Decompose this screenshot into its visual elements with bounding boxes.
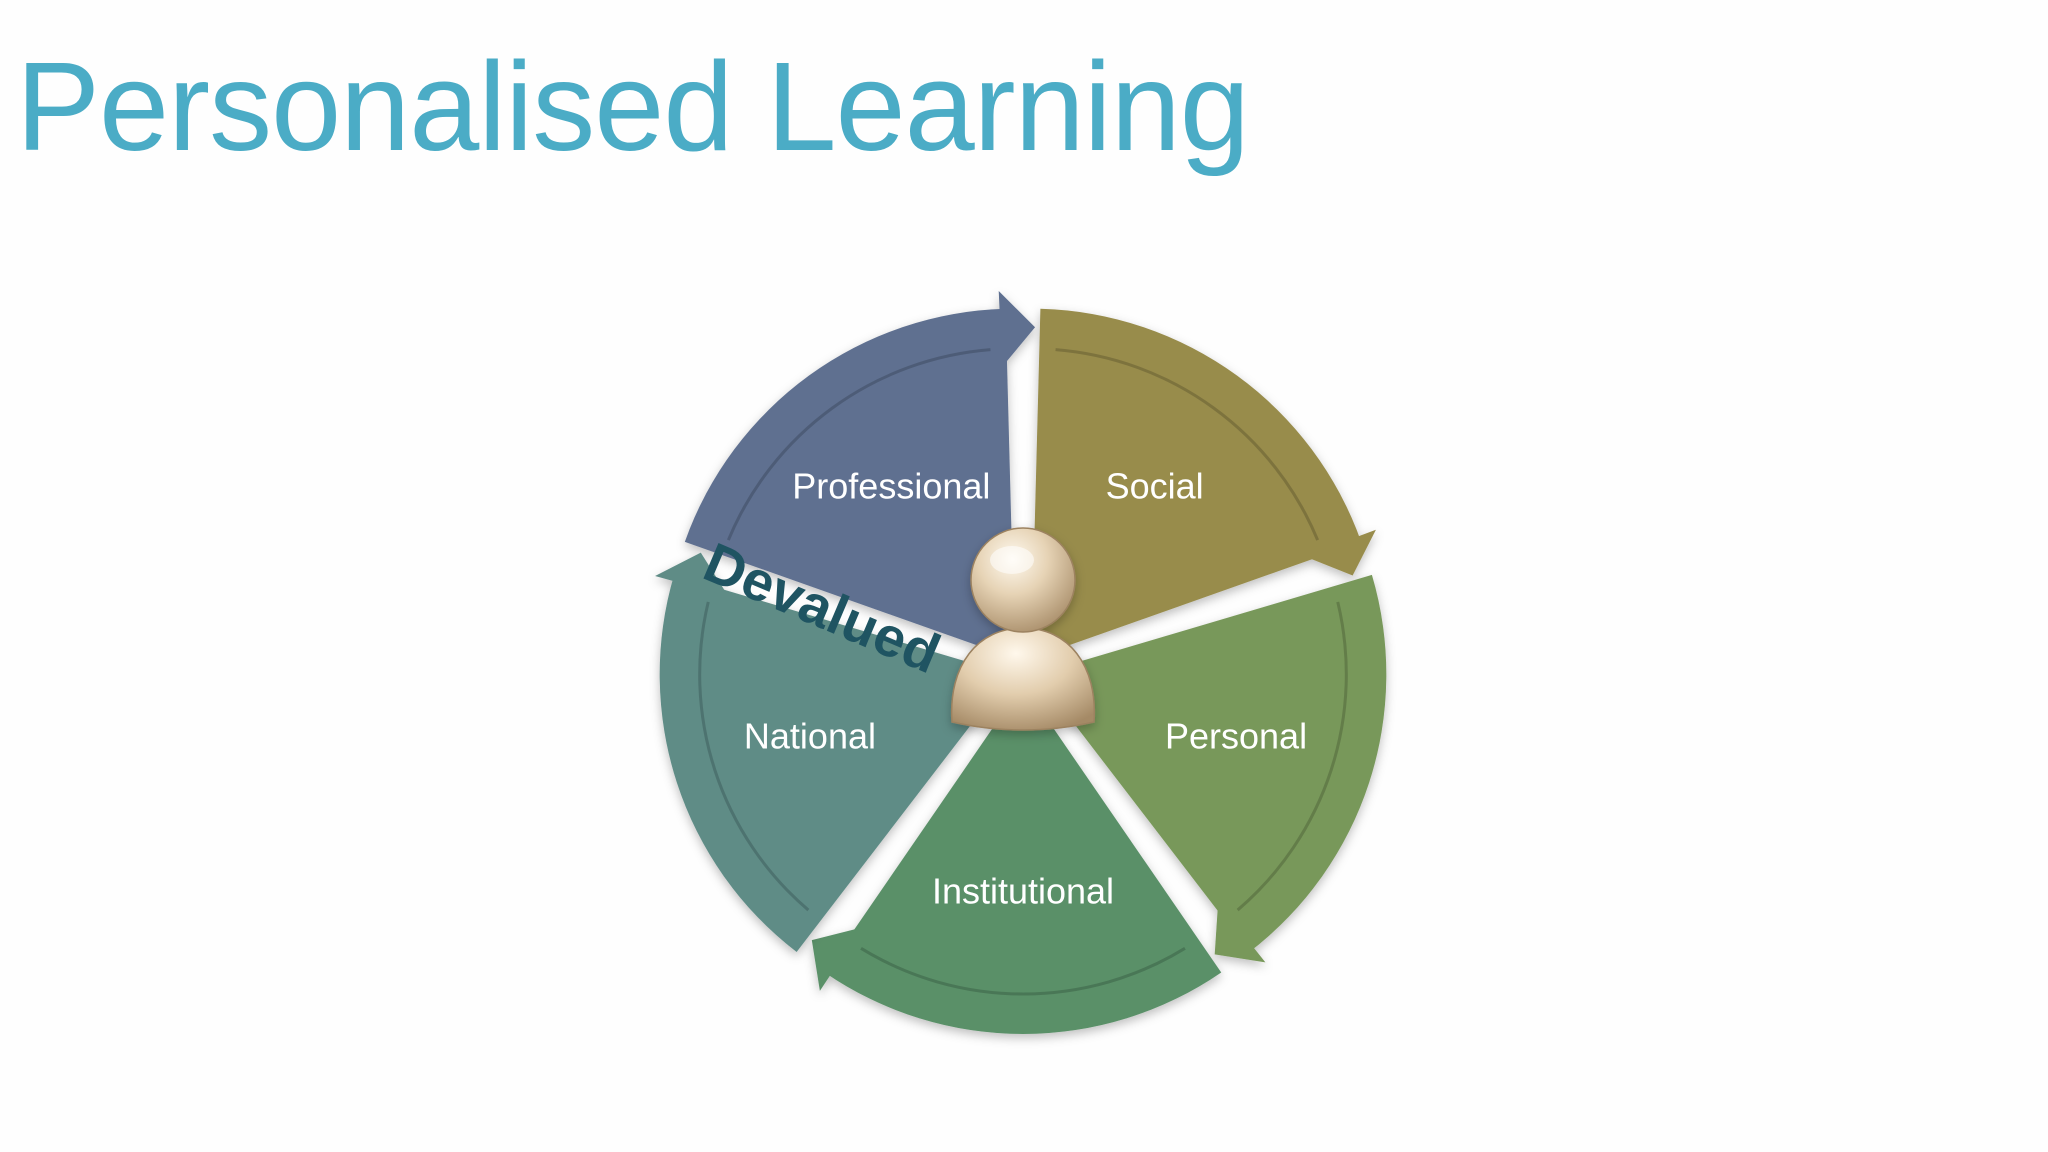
segment-label-professional: Professional	[792, 465, 990, 506]
segment-wedge-institutional	[824, 684, 1222, 1034]
segment-personal	[1036, 574, 1387, 963]
arc-groove-personal	[1236, 601, 1348, 912]
slide-title: Personalised Learning	[16, 36, 1250, 177]
segment-wedge-personal	[1036, 574, 1387, 952]
segment-wedge-national	[659, 574, 1010, 952]
arrowhead-social	[1304, 529, 1376, 576]
arc-groove-professional	[726, 348, 991, 541]
segment-wedge-social	[1031, 308, 1362, 659]
segment-wedge-professional	[684, 308, 1015, 659]
arrowhead-institutional	[811, 927, 862, 991]
arrowhead-professional	[998, 291, 1036, 367]
segment-national	[655, 552, 1010, 952]
segment-label-institutional: Institutional	[932, 871, 1114, 912]
arc-groove-national	[698, 601, 810, 912]
segment-social	[1031, 308, 1376, 659]
segment-institutional	[811, 684, 1222, 1034]
segment-professional	[684, 291, 1036, 659]
segment-label-personal: Personal	[1165, 716, 1307, 757]
segment-label-national: National	[744, 716, 876, 757]
arrowhead-personal	[1214, 902, 1266, 963]
arc-groove-social	[1055, 348, 1320, 541]
person-icon	[950, 527, 1096, 731]
arc-groove-institutional	[860, 947, 1186, 996]
arrowhead-national	[655, 552, 729, 597]
segment-label-social: Social	[1106, 465, 1204, 506]
